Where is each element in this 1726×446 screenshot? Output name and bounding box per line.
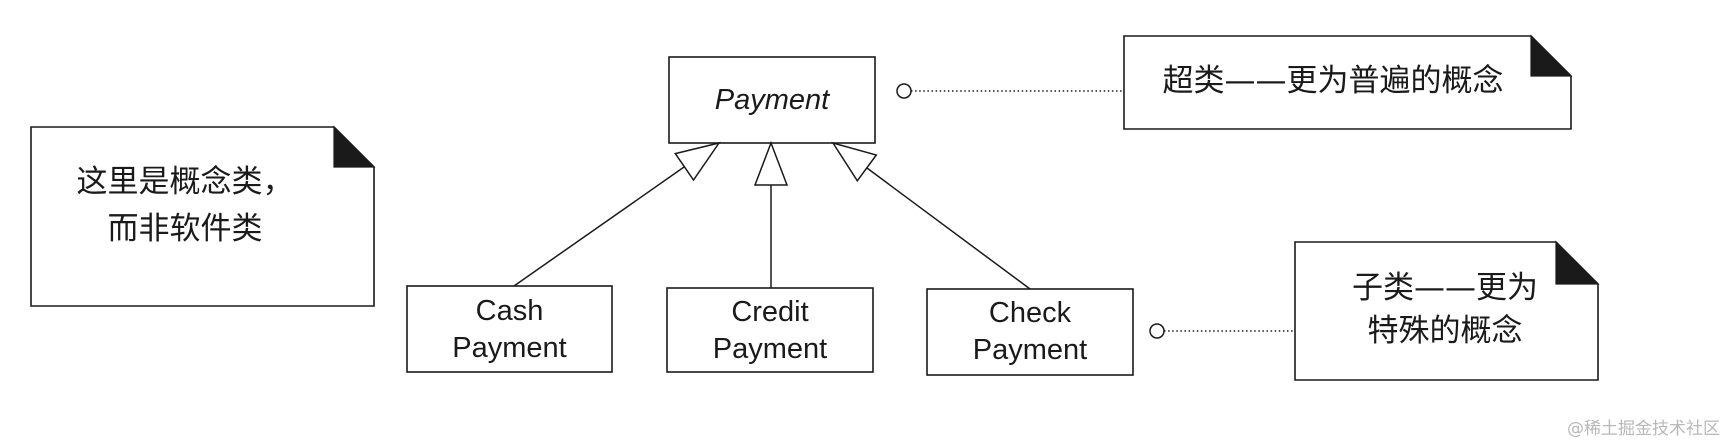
- class-box-payment: Payment: [668, 56, 876, 144]
- generalization-arrowhead-cash: [674, 141, 721, 182]
- generalization-line-check: [866, 167, 1031, 290]
- generalization-arrowhead-check: [831, 141, 878, 183]
- class-box-credit-payment: Credit Payment: [666, 287, 874, 373]
- class-name-line: Cash: [476, 295, 544, 327]
- note-text-line: 超类——更为普遍的概念: [1163, 63, 1504, 99]
- generalization-line-cash: [513, 166, 685, 287]
- class-box-border: [666, 287, 874, 373]
- note-folded-corner: [1555, 240, 1600, 285]
- class-name-line: Check: [989, 297, 1072, 329]
- note-text-line: 这里是概念类，: [77, 164, 294, 200]
- class-box-border: [406, 285, 613, 373]
- class-name-line: Payment: [713, 333, 827, 365]
- class-box-border: [668, 56, 876, 144]
- note-body: [1294, 241, 1599, 381]
- note-text-line: 特殊的概念: [1368, 313, 1523, 349]
- note-text-line: 子类——更为: [1352, 270, 1538, 306]
- generalization-arrowhead-credit: [753, 140, 789, 186]
- class-name-line: Credit: [731, 296, 808, 328]
- note-folded-corner: [333, 125, 376, 168]
- note-anchor-circle-subclass: [1149, 323, 1165, 339]
- note-folded-corner: [1530, 34, 1573, 77]
- note-conceptual-class: 这里是概念类， 而非软件类: [30, 125, 376, 307]
- note-anchor-circle-superclass: [896, 83, 912, 99]
- watermark-text: @稀土掘金技术社区: [1567, 419, 1720, 439]
- note-superclass: 超类——更为普遍的概念: [1123, 34, 1573, 130]
- note-body: [1123, 35, 1572, 130]
- note-body: [30, 126, 375, 307]
- class-name-line: Payment: [973, 334, 1087, 366]
- class-box-check-payment: Check Payment: [926, 288, 1134, 376]
- class-box-border: [926, 288, 1134, 376]
- class-box-cash-payment: Cash Payment: [406, 285, 613, 373]
- note-text-line: 而非软件类: [108, 211, 263, 247]
- class-name-payment: Payment: [715, 84, 831, 116]
- note-subclass: 子类——更为 特殊的概念: [1294, 240, 1600, 381]
- class-name-line: Payment: [452, 332, 566, 364]
